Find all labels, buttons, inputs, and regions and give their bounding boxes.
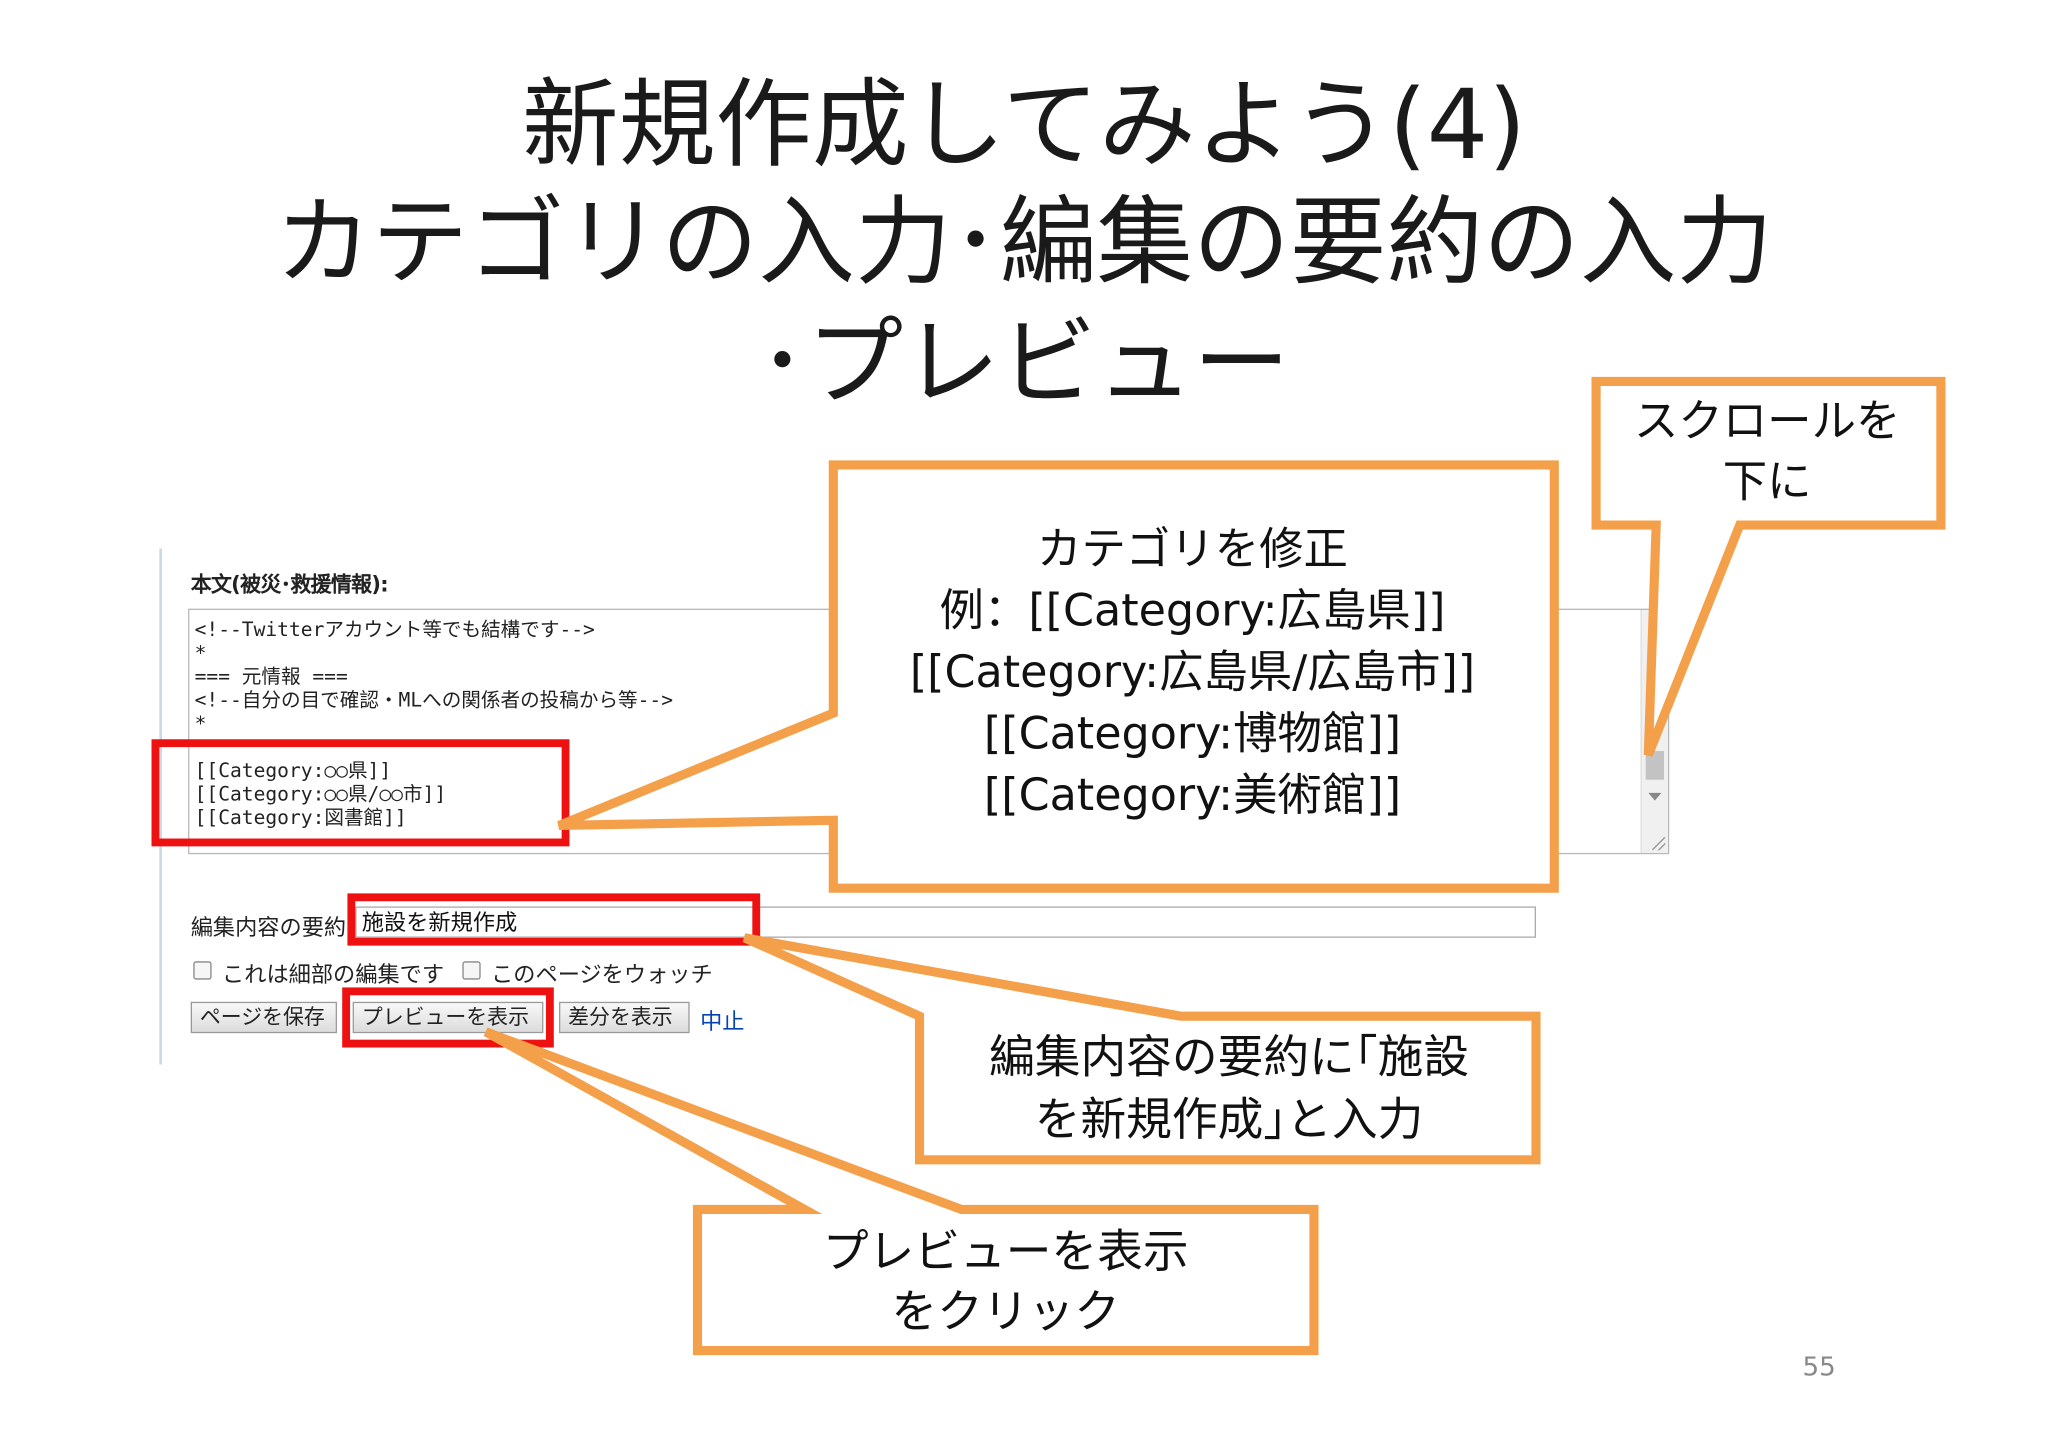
editor-line: [[Category:○○県/○○市]]	[194, 782, 447, 806]
preview-callout-line-1: プレビューを表示	[822, 1226, 1189, 1279]
category-highlight-box	[151, 739, 570, 847]
watch-page-label: このページをウォッチ	[491, 962, 713, 989]
minor-edit-checkbox[interactable]	[193, 961, 212, 980]
minor-edit-label: これは細部の編集です	[222, 962, 445, 989]
editor-line: *	[194, 641, 207, 665]
body-label: 本文(被災･救援情報):	[190, 572, 389, 597]
summary-callout-line-1: 編集内容の要約に｢施設	[989, 1031, 1470, 1085]
scroll-callout-line-2: 下に	[1722, 455, 1812, 509]
category-callout-line-4: [[Category:博物館]]	[983, 707, 1402, 761]
editor-line: <!--Twitterアカウント等でも結構です-->	[194, 617, 595, 642]
scroll-down-arrow-icon[interactable]	[1648, 792, 1662, 801]
summary-input[interactable]: 施設を新規作成	[355, 906, 1536, 938]
page-number: 55	[1802, 1350, 1836, 1382]
summary-highlight-box	[347, 893, 761, 946]
editor-line: <!--自分の目で確認・MLへの関係者の投稿から等-->	[194, 688, 674, 712]
editor-line: === 元情報 ===	[194, 664, 348, 689]
scroll-callout-text: スクロールを 下に	[1596, 392, 1938, 512]
preview-callout	[483, 1027, 1319, 1356]
category-callout-line-3: [[Category:広島県/広島市]]	[909, 646, 1476, 699]
slide-title-line-1: 新規作成してみよう(4)	[522, 69, 1526, 182]
editor-line: *	[194, 711, 207, 736]
category-callout-line-1: カテゴリを修正	[1037, 523, 1348, 576]
slide-title-line-2: カテゴリの入力･編集の要約の入力	[274, 186, 1774, 300]
scroll-thumb[interactable]	[1645, 751, 1664, 780]
summary-callout-text: 編集内容の要約に｢施設 を新規作成｣と入力	[922, 1027, 1536, 1152]
show-diff-button[interactable]: 差分を表示	[559, 1001, 690, 1034]
editor-line: [[Category:○○県]]	[194, 758, 392, 783]
show-preview-button[interactable]: プレビューを表示	[352, 1001, 544, 1034]
save-page-button[interactable]: ページを保存	[190, 1001, 337, 1034]
preview-button-highlight-box	[342, 987, 554, 1048]
scroll-callout	[1591, 376, 1946, 757]
slide-title-line-3: ･プレビュー	[758, 306, 1290, 420]
category-callout-text: カテゴリを修正 例：[[Category:広島県]] [[Category:広島…	[836, 520, 1549, 827]
category-callout-line-2: 例：[[Category:広島県]]	[939, 585, 1446, 638]
summary-label: 編集内容の要約	[190, 915, 347, 942]
summary-callout-line-2: を新規作成｣と入力	[1034, 1094, 1424, 1147]
category-callout-line-5: [[Category:美術館]]	[983, 769, 1402, 822]
editor-line: [[Category:図書館]]	[194, 805, 407, 830]
preview-callout-line-2: をクリック	[891, 1286, 1120, 1339]
resize-grip-icon[interactable]	[1652, 837, 1666, 851]
scroll-callout-line-1: スクロールを	[1633, 395, 1901, 448]
cancel-link[interactable]: 中止	[700, 1009, 745, 1036]
summary-callout	[742, 933, 1541, 1165]
watch-page-checkbox[interactable]	[462, 961, 481, 980]
form-left-rule	[159, 548, 162, 1065]
category-callout	[557, 460, 1559, 893]
preview-callout-text: プレビューを表示 をクリック	[700, 1223, 1311, 1343]
